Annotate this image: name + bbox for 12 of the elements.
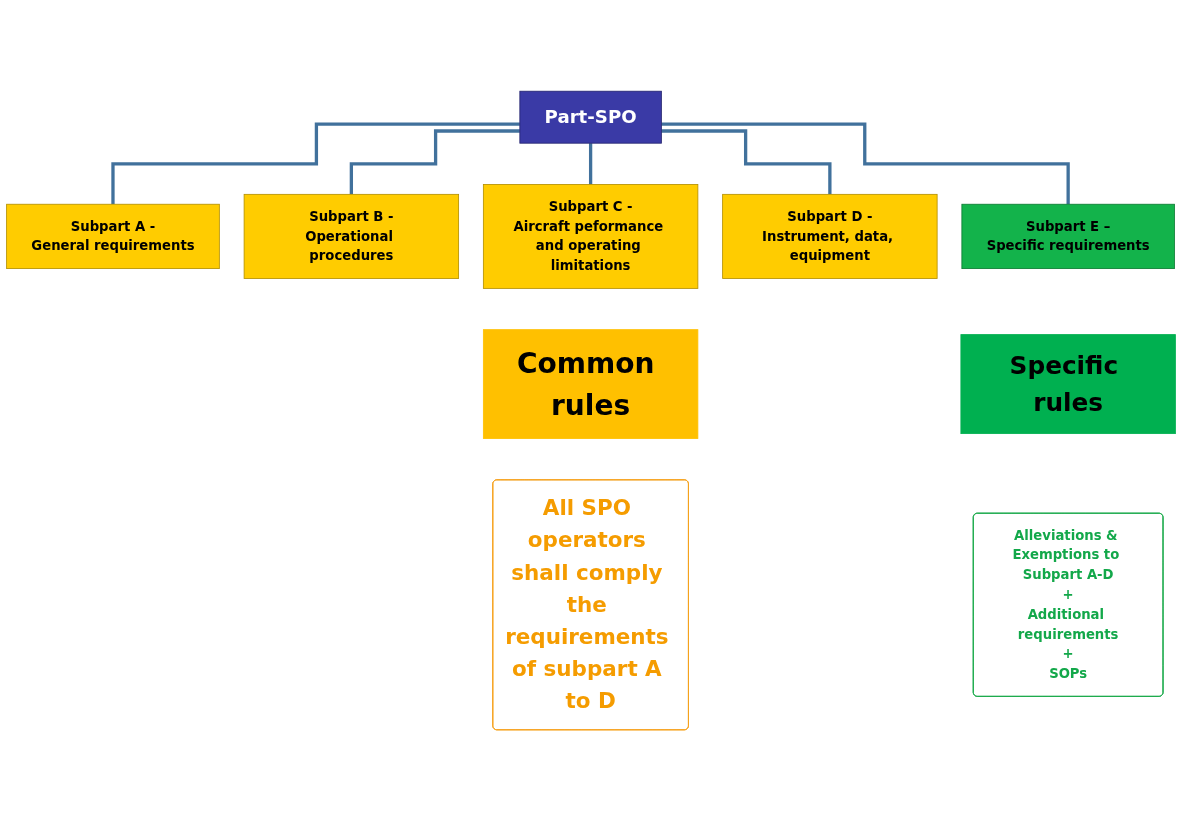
connector — [661, 122, 1070, 206]
connector — [349, 129, 520, 196]
node-box: Specific rules — [960, 334, 1176, 434]
node-box: Subpart E – Specific requirements — [961, 203, 1175, 269]
connector — [661, 129, 832, 196]
node-box: Subpart D - Instrument, data, equipment — [722, 193, 938, 279]
node-box: Subpart C - Aircraft peformance and operating limitations — [482, 184, 699, 289]
node-box: Subpart A - General requirements — [6, 203, 220, 269]
node-box: Subpart B - Operational procedures — [243, 193, 460, 279]
node-box: Common rules — [482, 329, 699, 439]
connector — [111, 122, 520, 206]
node-box: Part-SPO — [519, 90, 662, 144]
